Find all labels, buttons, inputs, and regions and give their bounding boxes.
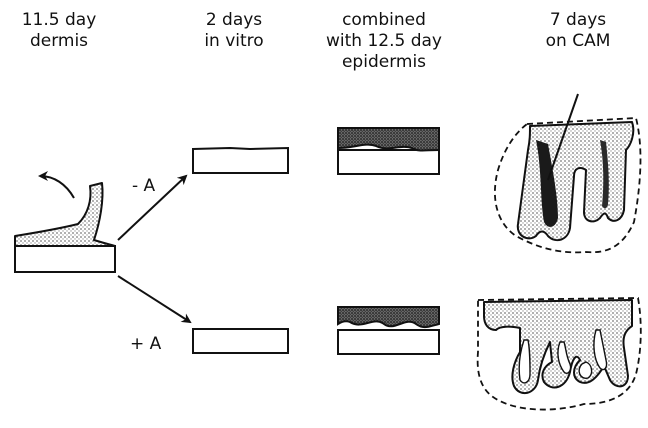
cam-graft-minus-tissue [518,122,634,240]
gland-loop [579,362,592,378]
dermis-explant [15,176,115,272]
arrow-to-minus-a [118,176,186,240]
recombinant-minus-dermis [338,150,439,174]
in-vitro-explant-minus [193,148,288,173]
recombinant-minus [338,128,439,174]
in-vitro-explant-plus [193,329,288,353]
arrow-to-plus-a [118,276,190,322]
recombinant-plus-dermis [338,330,439,354]
recombinant-plus-epidermis [338,307,439,327]
recombinant-minus-epidermis [338,128,439,151]
dermis-surface-layer [15,183,115,246]
dermis-block [15,246,115,272]
peel-arrow [40,176,74,198]
recombinant-plus [338,307,439,354]
cam-graft-minus [495,94,641,252]
cam-graft-plus [478,298,641,410]
